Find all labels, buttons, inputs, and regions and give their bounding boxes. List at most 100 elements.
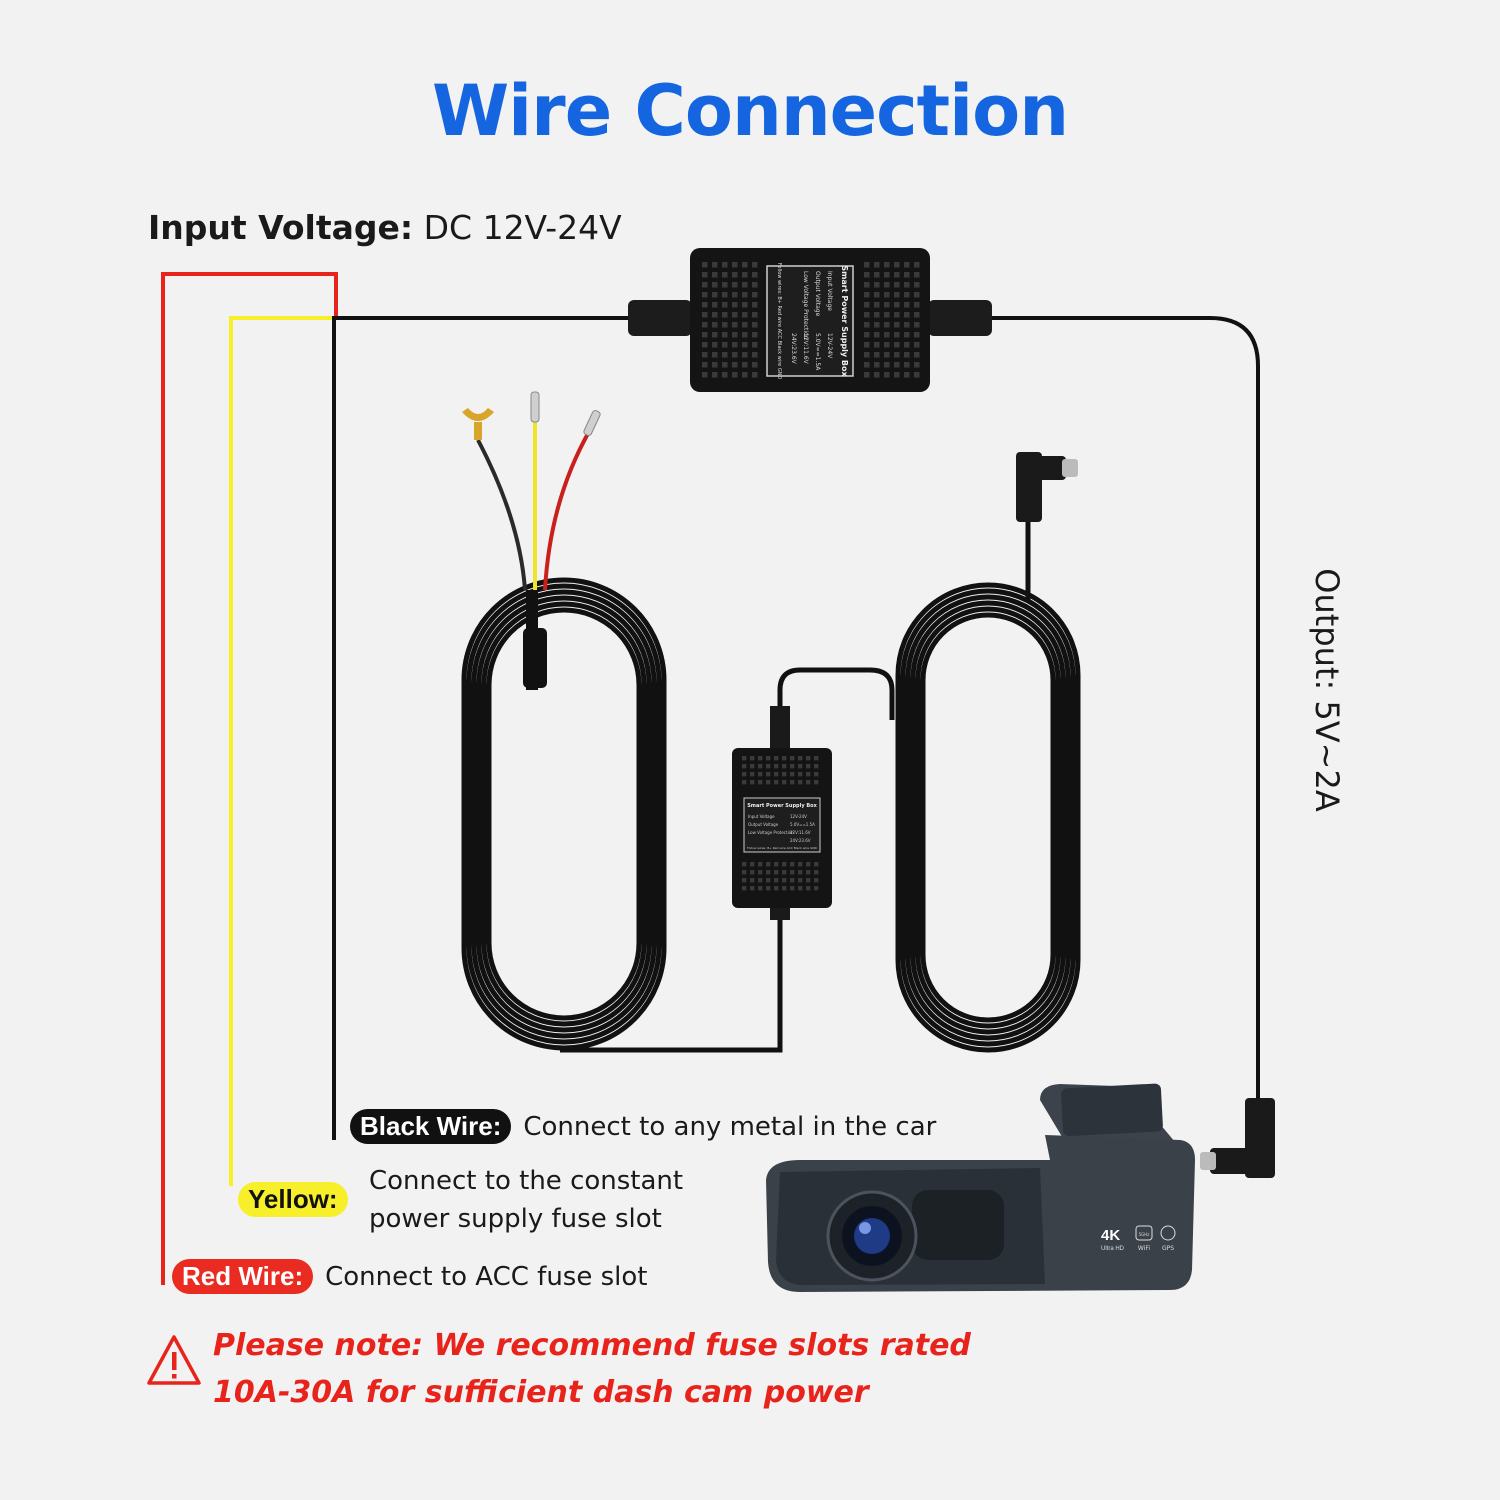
vent-hole xyxy=(702,272,708,278)
cable-loop xyxy=(920,612,1056,1023)
vent-hole xyxy=(884,332,890,338)
vent-hole xyxy=(874,282,880,288)
vent-hole xyxy=(750,780,755,785)
dash-cam-illustration: 4K Ultra HD 5GHz WiFi GPS xyxy=(766,1083,1195,1292)
vent-hole xyxy=(722,292,728,298)
vent-hole xyxy=(894,342,900,348)
vent-hole xyxy=(814,780,819,785)
vent-hole xyxy=(712,332,718,338)
vent-hole xyxy=(790,764,795,769)
vent-hole xyxy=(814,886,819,891)
power-box-row3: Low Voltage Protection xyxy=(802,271,809,340)
camera-4k-sub: Ultra HD xyxy=(1101,1246,1125,1252)
vent-hole xyxy=(732,332,738,338)
yellow-wire-desc-line1: Connect to the constant xyxy=(369,1166,684,1196)
vent-hole xyxy=(766,780,771,785)
vent-hole xyxy=(712,342,718,348)
vent-hole xyxy=(864,312,870,318)
vent-hole xyxy=(884,262,890,268)
lead-black xyxy=(476,439,527,591)
small-box-row1: Input Voltage xyxy=(748,814,775,819)
vent-hole xyxy=(752,372,758,378)
vent-hole xyxy=(884,352,890,358)
output-cable xyxy=(990,316,1260,1100)
vent-hole xyxy=(766,870,771,875)
cable-loop xyxy=(476,595,652,1033)
vent-hole xyxy=(798,878,803,883)
vent-hole xyxy=(884,342,890,348)
vent-hole xyxy=(864,342,870,348)
vent-hole xyxy=(782,862,787,867)
vent-hole xyxy=(914,352,920,358)
vent-hole xyxy=(814,870,819,875)
vent-hole xyxy=(758,878,763,883)
cable-loop xyxy=(481,601,647,1027)
vent-hole xyxy=(766,772,771,777)
vent-hole xyxy=(884,292,890,298)
vent-hole xyxy=(894,322,900,328)
yellow-wire-row: Yellow: xyxy=(238,1182,348,1217)
vent-hole xyxy=(766,764,771,769)
vent-hole xyxy=(742,282,748,288)
vent-hole xyxy=(702,282,708,288)
vent-hole xyxy=(774,756,779,761)
vent-hole xyxy=(864,302,870,308)
vent-hole xyxy=(904,312,910,318)
vent-hole xyxy=(758,886,763,891)
vent-hole xyxy=(712,292,718,298)
vent-hole xyxy=(752,362,758,368)
vent-hole xyxy=(758,870,763,875)
input-voltage-value: DC 12V-24V xyxy=(423,208,622,247)
cable-coil-right xyxy=(895,582,1081,1053)
vent-hole xyxy=(790,756,795,761)
vent-hole xyxy=(874,312,880,318)
vent-hole xyxy=(790,772,795,777)
vent-hole xyxy=(742,342,748,348)
vent-hole xyxy=(742,272,748,278)
vent-hole xyxy=(712,282,718,288)
vent-hole xyxy=(814,772,819,777)
black-wire-row: Black Wire: Connect to any metal in the … xyxy=(350,1109,936,1144)
vent-hole xyxy=(752,302,758,308)
vent-hole xyxy=(732,282,738,288)
vent-hole xyxy=(712,312,718,318)
vent-hole xyxy=(894,372,900,378)
vent-hole xyxy=(702,292,708,298)
vent-hole xyxy=(904,322,910,328)
vent-hole xyxy=(758,780,763,785)
camera-wifi-band: 5GHz xyxy=(1139,1232,1150,1237)
vent-hole xyxy=(904,292,910,298)
vent-hole xyxy=(894,362,900,368)
vent-grid-small xyxy=(742,756,819,891)
vent-grid-left xyxy=(702,262,758,378)
vent-hole xyxy=(758,862,763,867)
small-box-row2: Output Voltage xyxy=(748,822,779,827)
input-voltage-label: Input Voltage: DC 12V-24V xyxy=(148,208,622,247)
vent-hole xyxy=(894,352,900,358)
vent-hole xyxy=(766,862,771,867)
vent-hole xyxy=(722,372,728,378)
vent-hole xyxy=(904,372,910,378)
vent-hole xyxy=(874,272,880,278)
vent-hole xyxy=(864,272,870,278)
red-wire-row: Red Wire: Connect to ACC fuse slot xyxy=(172,1259,647,1294)
yellow-wire-badge: Yellow: xyxy=(238,1182,348,1217)
cable-loop xyxy=(905,594,1071,1041)
vent-hole xyxy=(742,302,748,308)
vent-hole xyxy=(752,342,758,348)
vent-hole xyxy=(752,352,758,358)
power-box-heading: Smart Power Supply Box xyxy=(840,265,849,377)
vent-hole xyxy=(774,886,779,891)
cable-loop xyxy=(466,583,662,1045)
black-wire-line xyxy=(332,316,630,1140)
vent-hole xyxy=(884,322,890,328)
vent-hole xyxy=(914,342,920,348)
vent-hole xyxy=(742,780,747,785)
cable-loop xyxy=(471,589,657,1039)
vent-hole xyxy=(712,262,718,268)
vent-hole xyxy=(874,372,880,378)
cable-link-top xyxy=(777,667,895,740)
vent-hole xyxy=(798,886,803,891)
power-box-row3-val: 12V:11.6V xyxy=(802,333,809,365)
